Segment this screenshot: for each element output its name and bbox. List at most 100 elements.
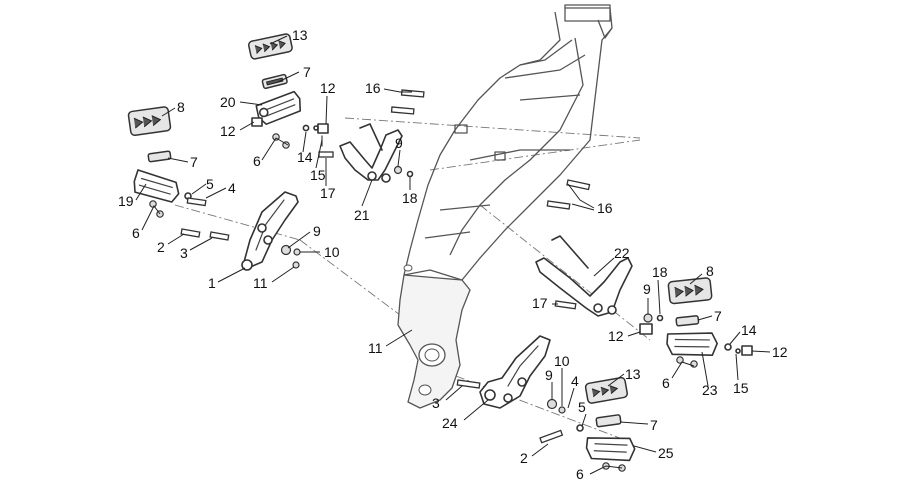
- bolt-3: [209, 231, 230, 241]
- passenger-bracket-22: [535, 179, 664, 323]
- leader: [325, 95, 328, 125]
- callout-14: 14: [741, 322, 757, 338]
- frame-swingarm-plate: [397, 274, 471, 409]
- leader: [463, 399, 489, 421]
- leader: [141, 205, 161, 231]
- leader: [361, 179, 373, 207]
- bracket-hole: [503, 393, 513, 403]
- frame-plate-edge: [403, 269, 463, 281]
- callout-5: 5: [578, 399, 586, 415]
- callout-3: 3: [432, 395, 440, 411]
- leader: [619, 421, 649, 425]
- bolt-2: [180, 228, 201, 238]
- callout-13: 13: [292, 27, 308, 43]
- leader: [751, 350, 771, 353]
- bracket-22: [535, 257, 633, 317]
- callout-12: 12: [772, 344, 788, 360]
- callout-5: 5: [206, 176, 214, 192]
- leader: [269, 35, 288, 45]
- footpeg-insert-7: [147, 150, 172, 163]
- callout-13: 13: [625, 366, 641, 382]
- mount-hole: [403, 264, 413, 272]
- leader: [205, 187, 227, 199]
- callout-25: 25: [658, 445, 674, 461]
- bolt-16: [400, 89, 425, 98]
- leader: [593, 257, 615, 277]
- leader: [385, 329, 413, 347]
- leader: [239, 101, 263, 106]
- bolt-2: [539, 429, 564, 444]
- callout-20: 20: [220, 94, 236, 110]
- washer: [735, 348, 741, 354]
- nut-6: [676, 356, 684, 364]
- leader: [383, 88, 412, 93]
- frame-crossbar: [424, 231, 471, 239]
- frame-rail-left: [403, 11, 561, 276]
- bracket-plate-12: [741, 345, 753, 356]
- leader: [189, 237, 213, 251]
- callout-18: 18: [652, 264, 668, 280]
- leader: [397, 149, 401, 167]
- leader: [571, 203, 595, 211]
- callout-16: 16: [365, 80, 381, 96]
- callout-6: 6: [132, 225, 140, 241]
- washer: [313, 125, 319, 131]
- frame-crossbar: [519, 39, 573, 66]
- callout-9: 9: [545, 367, 553, 383]
- mount-hole: [418, 384, 432, 396]
- callout-24: 24: [442, 415, 458, 431]
- washer-9: [393, 165, 403, 175]
- callout-11: 11: [368, 340, 383, 356]
- bolt-16: [390, 106, 415, 115]
- footpeg-rubber-8: [667, 277, 713, 305]
- leader: [657, 279, 661, 315]
- washer-9: [546, 398, 558, 410]
- bracket-hole: [517, 377, 527, 387]
- frame-tab: [454, 124, 468, 134]
- spring-14: [724, 343, 732, 351]
- footpeg-19: [133, 169, 180, 203]
- footpeg-insert-7: [595, 414, 622, 428]
- callout-7: 7: [714, 308, 722, 324]
- frame-rail-right: [461, 7, 613, 281]
- frame-crossbar: [469, 149, 570, 161]
- footrest-bracket-1: [243, 191, 299, 269]
- callout-4: 4: [228, 180, 236, 196]
- leader: [567, 183, 595, 209]
- leader: [735, 353, 739, 381]
- callout-17: 17: [320, 185, 336, 201]
- leader: [701, 351, 709, 387]
- right-footrest-assembly: [639, 277, 753, 368]
- washer-9: [643, 313, 653, 323]
- footpeg-rubber-8: [127, 106, 172, 136]
- callout-19: 19: [118, 193, 134, 209]
- callout-6: 6: [662, 375, 670, 391]
- clip-18: [656, 314, 664, 322]
- callout-2: 2: [520, 450, 528, 466]
- callout-12: 12: [608, 328, 624, 344]
- callout-18: 18: [402, 190, 418, 206]
- leader: [689, 273, 703, 285]
- callout-15: 15: [310, 167, 326, 183]
- callout-4: 4: [571, 373, 579, 389]
- footpeg-25: [585, 437, 636, 462]
- leader: [261, 137, 289, 161]
- lower-right-footrest-assembly: [456, 335, 636, 472]
- bracket-22-arm: [551, 235, 589, 269]
- leader: [627, 331, 641, 337]
- leader: [589, 465, 623, 475]
- nut-11: [292, 261, 300, 269]
- leader: [315, 139, 323, 169]
- leader: [729, 331, 741, 345]
- nut-10: [558, 406, 566, 414]
- leader: [167, 157, 189, 163]
- callout-14: 14: [297, 149, 313, 165]
- callout-10: 10: [554, 353, 570, 369]
- callout-12: 12: [220, 123, 236, 139]
- bracket-edge: [507, 345, 539, 387]
- leader: [287, 231, 311, 249]
- bracket-21-arm: [359, 123, 383, 151]
- leader: [445, 385, 463, 401]
- frame-head-bracket: [564, 4, 611, 22]
